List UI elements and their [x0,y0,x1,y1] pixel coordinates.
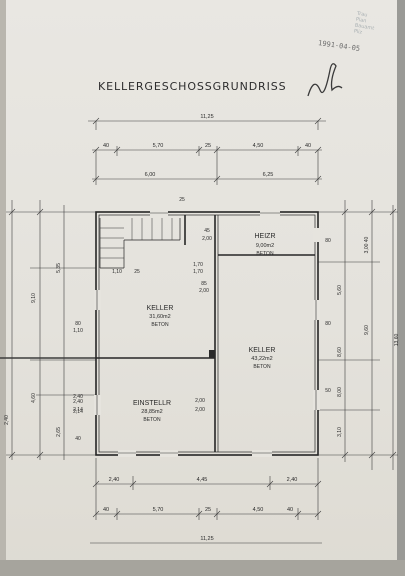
dim-int-3: 1,70 [193,269,203,275]
pillar [209,350,215,358]
dim-right-outer-1: 13,60 [394,334,400,347]
scan-edge-left [0,0,6,576]
dim-top-total: 11,25 [200,114,213,120]
dim-top-half-1: 6,00 [145,172,156,178]
scan-edge-bottom [0,560,405,576]
dim-right-inner-4: 8,00 [337,387,343,397]
dim-left-outer-1: 9,10 [31,293,37,303]
dim-bottom-2-seg-4: 4,50 [253,507,264,513]
dim-top-seg-1: 40 [103,143,109,149]
dim-int-9: 2,00 [199,288,209,294]
dim-bottom-total: 11,25 [200,536,213,542]
dim-int-10: 2,00 [195,398,205,404]
room-area-keller-2: 43,22m2 [251,356,272,362]
dim-int-8: 85 [201,281,207,287]
dim-bottom-2-seg-3: 25 [205,507,211,513]
dim-int-7: 2,00 [202,236,212,242]
dim-left-inner-6: 2,14 [73,407,83,413]
dim-right-inner-5: 50 [325,388,331,394]
room-name-keller-1: KELLER [147,305,174,312]
dim-left-outer-2: 5,35 [56,263,62,273]
dim-top-seg-3: 25 [205,143,211,149]
dim-left-inner-2: 1,10 [73,328,83,334]
room-name-keller-2: KELLER [249,347,276,354]
room-name-heizr: HEIZR [255,233,276,240]
signature [307,63,343,97]
room-material-einstellr: BETON [143,417,161,423]
dim-left-inner-5: 2,40 [73,399,83,405]
dim-int-13: 2,14 [73,409,83,415]
dim-int-6: 45 [204,228,210,234]
dim-right-inner-2: 80 [325,238,331,244]
dim-int-2: 25 [134,269,140,275]
dim-bottom-2-seg-5: 40 [287,507,293,513]
room-area-einstellr: 28,85m2 [141,409,162,415]
dim-int-12: 2,40 [73,394,83,400]
dim-bottom-2-seg-2: 5,70 [153,507,164,513]
dim-top-seg-5: 40 [305,143,311,149]
room-area-keller-1: 31,60m2 [149,314,170,320]
dim-left-outer-3: 4,60 [31,393,37,403]
room-material-keller-2: BETON [253,364,271,370]
dim-top-seg-4: 4,50 [253,143,264,149]
room-name-einstellr: EINSTELLR [133,400,171,407]
dim-right-inner-3: 8,60 [337,347,343,357]
room-material-keller-1: BETON [151,322,169,328]
dim-left-inner-4: 40 [75,436,81,442]
dim-right-inner-7: 3,10 [337,427,343,437]
dim-int-4: 1,70 [193,262,203,268]
dim-top-seg-2: 5,70 [153,143,164,149]
dim-int-1: 1,10 [112,269,122,275]
dim-bottom-2-seg-1: 40 [103,507,109,513]
dim-int-11: 2,00 [195,407,205,413]
dim-bottom-1-seg-1: 2,40 [109,477,120,483]
dim-left-inner-1: 80 [75,321,81,327]
dim-int-5: 25 [179,197,185,203]
dim-right-outer-3: 3,00 40 [364,236,370,253]
dim-right-inner-1: 5,60 [337,285,343,295]
scan-edge-right [397,0,405,576]
drawing-title: KELLERGESCHOSSGRUNDRISS [98,80,287,93]
dim-bottom-1-seg-2: 4,45 [197,477,208,483]
room-area-heizr: 9,00m2 [256,243,274,249]
dim-left-inner-3: 2,65 [56,427,62,437]
dim-right-inner-6: 80 [325,321,331,327]
dim-left-outer-4: 2,40 [4,415,10,425]
dim-top-half-2: 6,25 [263,172,274,178]
dim-bottom-1-seg-3: 2,40 [287,477,298,483]
room-material-heizr: BETON [256,251,274,257]
dim-right-outer-2: 9,60 [364,325,370,335]
